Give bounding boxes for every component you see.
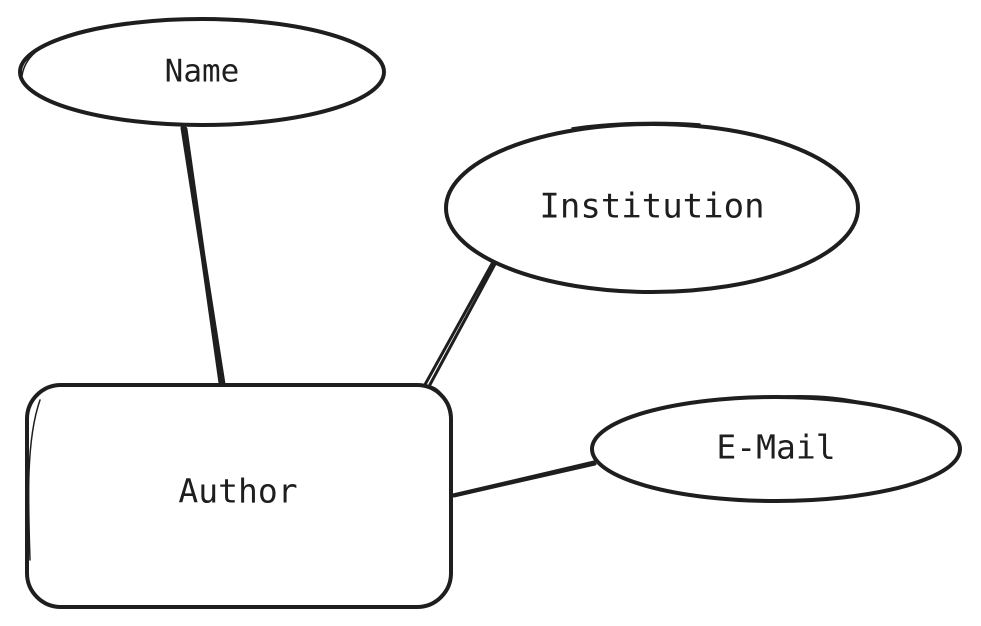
attribute-institution-sketch-stroke: [571, 121, 701, 129]
attribute-name-sketch-stroke: [21, 19, 385, 77]
entity-author-sketch-stroke: [27, 385, 452, 561]
attribute-institution[interactable]: Institution: [444, 121, 860, 294]
attribute-name-ellipse: [18, 17, 386, 127]
connector-email-author: [451, 460, 597, 498]
attribute-institution-ellipse: [444, 122, 860, 294]
connectors: [180, 125, 597, 498]
attribute-institution-label: Institution: [539, 187, 764, 227]
entity-author-box: [25, 383, 453, 609]
attribute-email-ellipse: [590, 395, 962, 503]
attribute-name[interactable]: Name: [18, 17, 386, 127]
entity-author-label: Author: [178, 472, 297, 511]
connector-name-author: [180, 125, 226, 387]
attribute-email-sketch-stroke: [785, 395, 867, 405]
entity-author[interactable]: Author: [25, 383, 453, 609]
attribute-email[interactable]: E-Mail: [590, 395, 962, 503]
connector-institution-author: [420, 260, 497, 394]
attribute-name-label: Name: [165, 54, 240, 90]
attribute-email-label: E-Mail: [716, 428, 835, 467]
